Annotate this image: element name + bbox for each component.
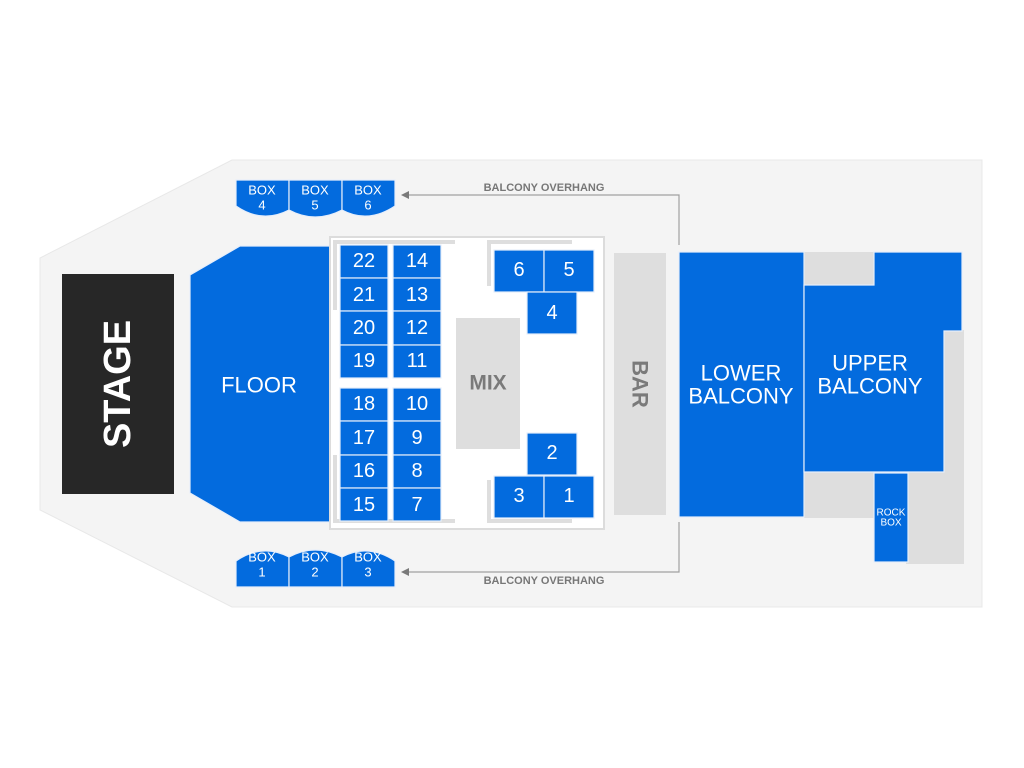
balcony-structure xyxy=(804,252,964,564)
section-floor[interactable]: FLOOR xyxy=(189,245,331,523)
table-5[interactable]: 5 xyxy=(543,249,595,293)
mix-position: MIX xyxy=(456,318,520,449)
top-overhang-annotation: BALCONY OVERHANG xyxy=(401,182,680,245)
table-13[interactable]: 13 xyxy=(392,277,442,312)
section-lower-balcony[interactable]: LOWER BALCONY xyxy=(678,251,805,518)
table-11[interactable]: 11 xyxy=(392,344,442,379)
table-20[interactable]: 20 xyxy=(339,310,389,346)
box-5[interactable]: BOX 5 xyxy=(288,179,343,218)
table-3[interactable]: 3 xyxy=(493,475,545,519)
arrow-left-icon xyxy=(401,191,409,199)
table-8[interactable]: 8 xyxy=(392,454,442,489)
table-10[interactable]: 10 xyxy=(392,387,442,422)
table-14[interactable]: 14 xyxy=(392,244,442,279)
table-15[interactable]: 15 xyxy=(339,487,389,522)
table-16[interactable]: 16 xyxy=(339,454,389,489)
table-4[interactable]: 4 xyxy=(526,291,578,335)
table-19[interactable]: 19 xyxy=(339,344,389,379)
arrow-left-icon xyxy=(401,568,409,576)
table-12[interactable]: 12 xyxy=(392,310,442,346)
svg-text:BALCONY OVERHANG: BALCONY OVERHANG xyxy=(484,182,605,194)
table-21[interactable]: 21 xyxy=(339,277,389,312)
boxes-bottom: BOX 1 BOX 2 BOX 3 xyxy=(235,549,396,588)
section-rock-box[interactable]: ROCK BOX xyxy=(873,472,909,563)
table-6[interactable]: 6 xyxy=(493,249,545,293)
boxes-top: BOX 4 BOX 5 BOX 6 xyxy=(235,179,396,218)
box-4[interactable]: BOX 4 xyxy=(235,179,290,217)
section-upper-balcony[interactable]: UPPER BALCONY xyxy=(803,251,963,473)
table-22[interactable]: 22 xyxy=(339,244,389,279)
bottom-overhang-annotation: BALCONY OVERHANG xyxy=(401,522,680,587)
bar: BAR xyxy=(614,253,666,515)
svg-text:BALCONY OVERHANG: BALCONY OVERHANG xyxy=(484,575,605,587)
table-1[interactable]: 1 xyxy=(543,475,595,519)
box-2[interactable]: BOX 2 xyxy=(288,549,343,588)
table-7[interactable]: 7 xyxy=(392,487,442,522)
table-9[interactable]: 9 xyxy=(392,420,442,456)
table-2[interactable]: 2 xyxy=(526,432,578,476)
table-17[interactable]: 17 xyxy=(339,420,389,456)
box-6[interactable]: BOX 6 xyxy=(341,179,396,217)
stage: STAGE xyxy=(62,274,174,494)
table-18[interactable]: 18 xyxy=(339,387,389,422)
